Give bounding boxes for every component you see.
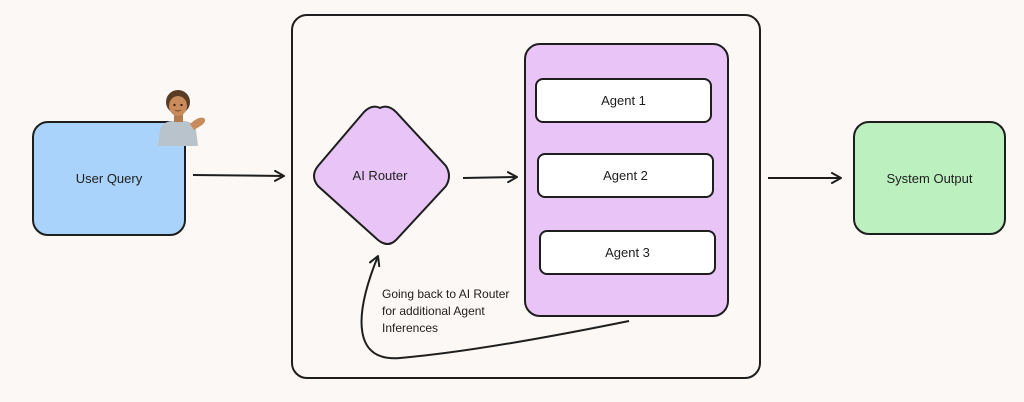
agent-3-label: Agent 3	[605, 245, 650, 260]
ai-router-label: AI Router	[352, 168, 408, 183]
agent-2-label: Agent 2	[603, 168, 648, 183]
agent-3-node[interactable]: Agent 3	[539, 230, 716, 275]
loop-back-annotation: Going back to AI Router for additional A…	[382, 286, 532, 337]
routing-system-container	[291, 14, 761, 379]
system-output-node[interactable]: System Output	[853, 121, 1006, 235]
agent-2-node[interactable]: Agent 2	[537, 153, 714, 198]
loop-note-line-3: Inferences	[382, 321, 439, 335]
user-query-label: User Query	[75, 171, 143, 186]
loop-note-line-2: for additional Agent	[382, 304, 485, 318]
agent-1-label: Agent 1	[601, 93, 646, 108]
arrow-query-to-router	[192, 169, 285, 182]
person-tipping-hand-icon	[158, 90, 206, 146]
arrow-router-to-agents	[462, 171, 518, 184]
arrow-loop-back-to-router	[360, 255, 630, 360]
ai-router-diamond[interactable]	[313, 105, 450, 245]
agent-1-node[interactable]: Agent 1	[535, 78, 712, 123]
loop-note-line-1: Going back to AI Router	[382, 287, 510, 301]
system-output-label: System Output	[886, 170, 973, 186]
